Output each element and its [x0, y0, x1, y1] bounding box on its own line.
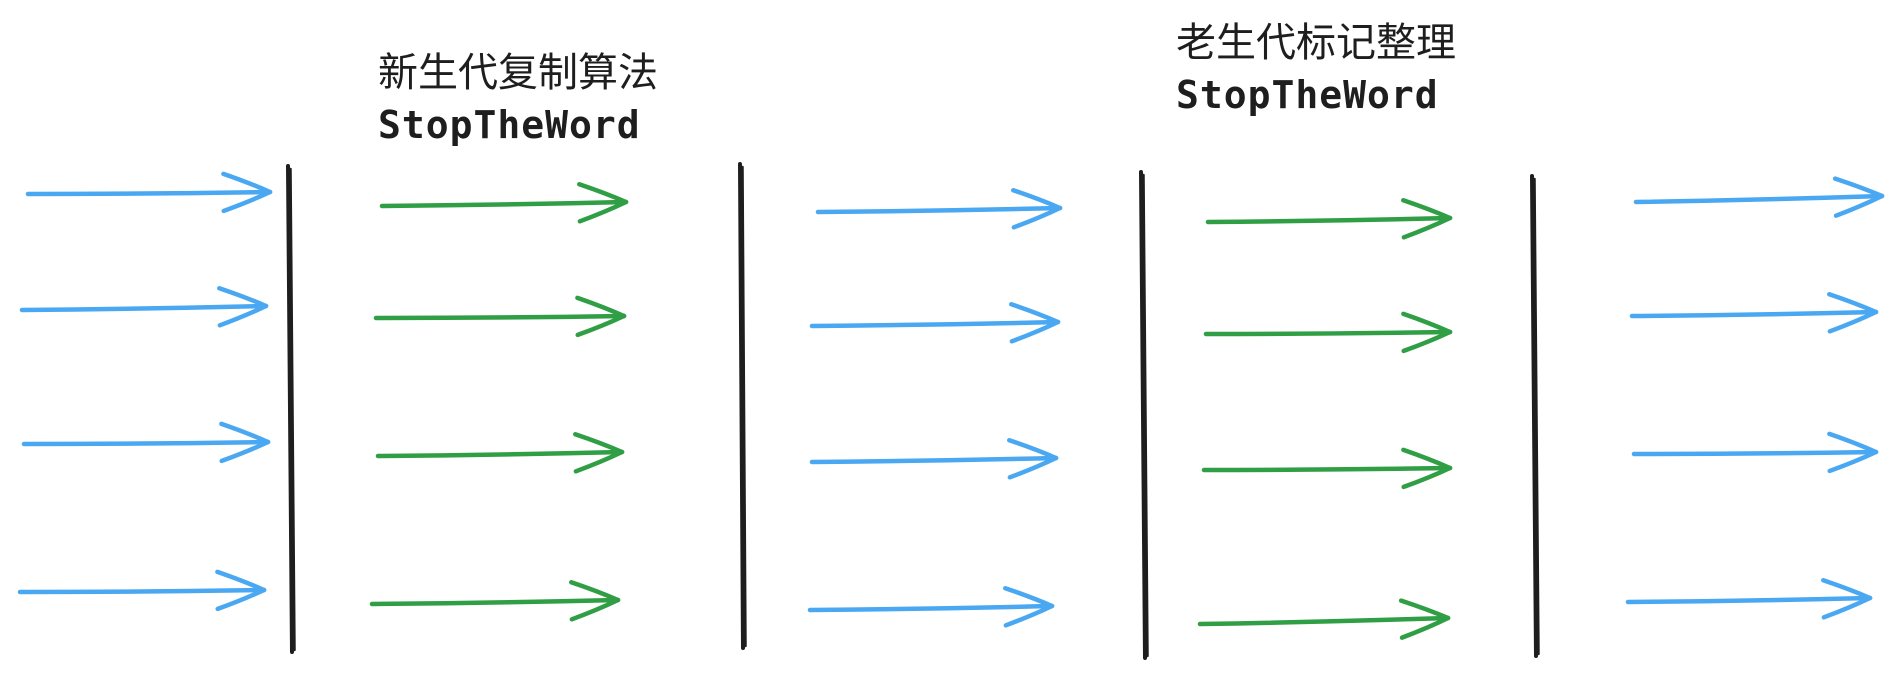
main-thread-3-arrow-2	[1629, 291, 1879, 334]
stop-the-world-divider-2	[738, 162, 745, 650]
young-gen-title: 新生代复制算法	[378, 50, 658, 96]
stop-the-world-divider-3-stroke	[1142, 173, 1149, 658]
main-thread-2-arrow-3	[809, 437, 1059, 480]
main-thread-3-arrow-3	[1631, 431, 1879, 474]
gc-young-arrow-3	[375, 431, 625, 474]
gc-young-arrow-1	[379, 181, 629, 224]
gc-young-arrow-4	[369, 579, 621, 622]
gc-old-arrow-2	[1203, 311, 1453, 354]
young-gen-subtitle: StopTheWord	[378, 103, 641, 147]
stop-the-world-divider-4	[1530, 174, 1538, 658]
main-thread-1-arrow-3	[21, 421, 271, 464]
main-thread-1-arrow-1	[25, 171, 273, 214]
stop-the-world-divider-3	[1139, 170, 1147, 660]
thread-arrows	[17, 171, 1885, 640]
old-gen-subtitle: StopTheWord	[1176, 73, 1439, 117]
stop-the-world-divider-1	[286, 164, 294, 654]
stop-the-world-divider-4-stroke	[1533, 177, 1540, 656]
gc-old-arrow-3	[1201, 447, 1453, 490]
main-thread-1-arrow-2	[19, 285, 269, 328]
main-thread-1-arrow-4	[17, 569, 267, 612]
gc-old-arrow-1	[1205, 197, 1453, 240]
main-thread-2-arrow-1	[815, 187, 1063, 230]
stop-the-world-divider-2-stroke	[741, 165, 747, 648]
main-thread-2-arrow-2	[809, 301, 1061, 344]
main-thread-3-arrow-1	[1633, 176, 1885, 218]
gc-old-arrow-4	[1197, 598, 1451, 640]
main-thread-3-arrow-4	[1625, 577, 1873, 620]
old-gen-title: 老生代标记整理	[1176, 20, 1456, 66]
stop-the-world-divider-1-stroke	[289, 167, 296, 652]
main-thread-2-arrow-4	[807, 585, 1055, 628]
stop-the-world-dividers	[286, 162, 1540, 660]
gc-young-arrow-2	[373, 295, 627, 338]
